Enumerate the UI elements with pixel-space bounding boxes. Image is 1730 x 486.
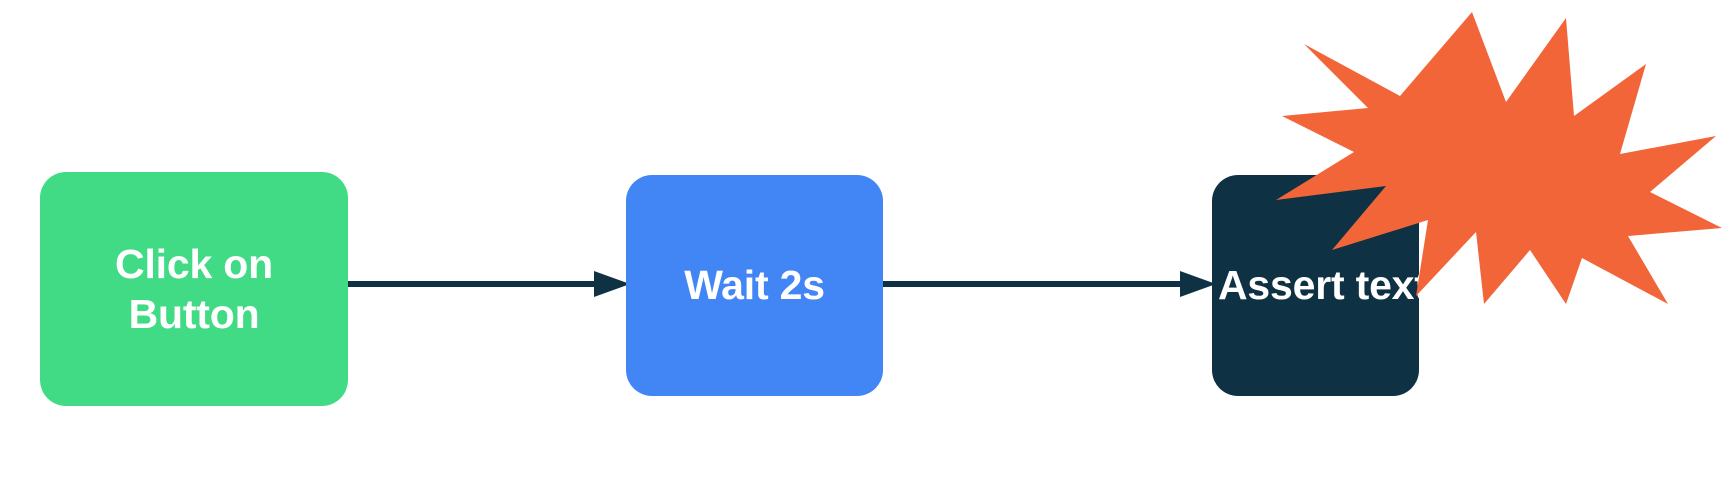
flow-edge-click-to-wait [348,271,630,297]
flow-node-assert-text-is-displayed[interactable]: Assert text is displayed [1212,175,1671,396]
flow-node-click-on-button[interactable]: Click on Button [40,172,348,406]
arrowhead-icon [1180,271,1216,297]
flow-node-wait-2s[interactable]: Wait 2s [626,175,883,396]
flow-node-label: Wait 2s [684,262,825,309]
arrowhead-icon [594,271,630,297]
flow-node-label: Click on Button [115,240,273,337]
flow-edge-wait-to-assert [883,271,1216,297]
flow-node-label: Assert text is displayed [1218,262,1672,309]
